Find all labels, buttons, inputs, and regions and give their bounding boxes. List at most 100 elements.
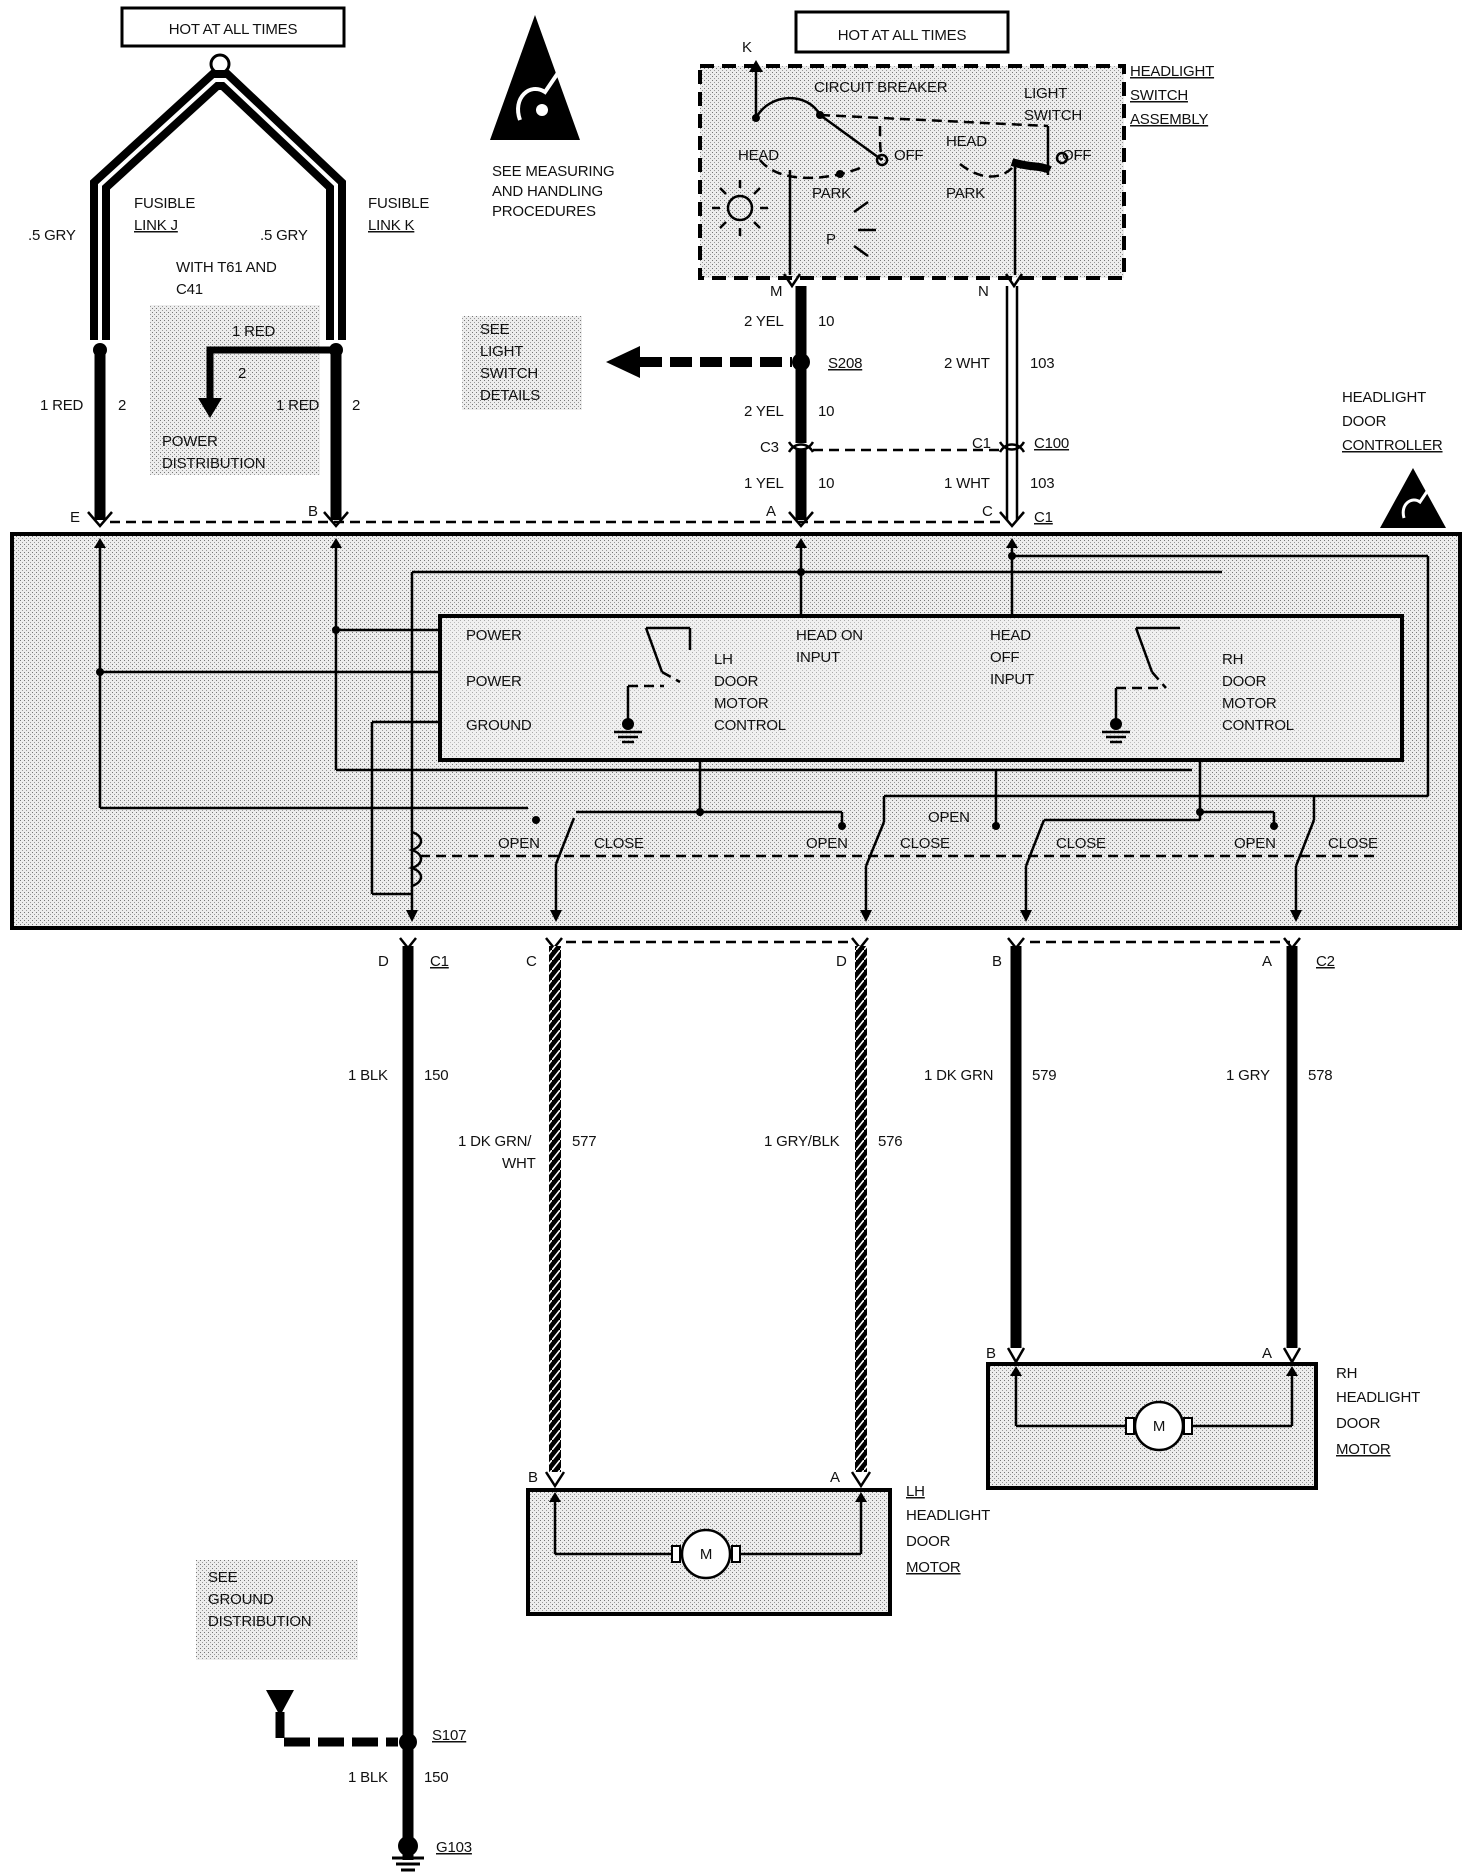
- s107-label: S107: [432, 1727, 466, 1744]
- fusible-links: [90, 53, 346, 357]
- pin-e-connector-icon: [87, 511, 113, 528]
- wire-gry-blk-576: [855, 946, 867, 1472]
- lh-control-l1: LH: [714, 651, 733, 668]
- pin-k-arrow-icon: [749, 60, 763, 72]
- fusible-link-core: [98, 78, 338, 340]
- yel-low-label: 1 YEL: [744, 475, 784, 492]
- rh-control-l1: RH: [1222, 651, 1243, 668]
- blk2-label: 1 BLK: [348, 1769, 388, 1786]
- see-ground-shade: [196, 1560, 358, 1660]
- with-t61-l1: WITH T61 AND: [176, 259, 277, 276]
- link-k-l1: FUSIBLE: [368, 195, 429, 212]
- switch-title-l2: SWITCH: [1130, 87, 1188, 104]
- pin-m: M: [770, 283, 782, 300]
- power-dist-arrow-icon: [198, 398, 222, 418]
- switch-title-l1: HEADLIGHT: [1130, 63, 1214, 80]
- yel-mid-circ: 10: [818, 403, 834, 420]
- wht-upper-circ: 103: [1030, 355, 1054, 372]
- blk-circ: 150: [424, 1067, 448, 1084]
- esd-warning-small-icon: [1380, 468, 1446, 528]
- bot-pin-c: C: [526, 953, 537, 970]
- light-switch-l2: SWITCH: [1024, 107, 1082, 124]
- see-details-shade: [462, 316, 582, 410]
- pin-c-connector-icon: [999, 511, 1025, 528]
- hot-label-right-text: HOT AT ALL TIMES: [838, 27, 967, 44]
- dkgrn-wht-l1: 1 DK GRN/: [458, 1133, 532, 1150]
- ctrl-pin-a: A: [766, 503, 776, 520]
- red-left-label: 1 RED: [40, 397, 84, 414]
- module-ground: GROUND: [466, 717, 532, 734]
- lh-motor-pin-a: A: [830, 1469, 840, 1486]
- controller-internal-wiring: [94, 538, 1430, 922]
- ctrl-conn-c1: C1: [1034, 509, 1053, 526]
- pin-n: N: [978, 283, 989, 300]
- rh-motor-l3: DOOR: [1336, 1415, 1381, 1432]
- pin-n-arrow-icon: [1004, 273, 1024, 289]
- close-3: CLOSE: [1056, 835, 1106, 852]
- park-symbol: P: [826, 231, 836, 248]
- esd-warning-icon: [490, 15, 580, 140]
- see-ground-l2: GROUND: [208, 1591, 274, 1608]
- rh-control-l2: DOOR: [1222, 673, 1267, 690]
- hot-label-right: HOT AT ALL TIMES: [794, 10, 1010, 54]
- gry-blk-circ: 576: [878, 1133, 902, 1150]
- power-dist-wire: [206, 346, 336, 400]
- circuit-breaker-icon: [754, 96, 822, 119]
- switch-title-l3: ASSEMBLY: [1130, 111, 1208, 128]
- controller-title-l2: DOOR: [1342, 413, 1387, 430]
- power-dist-l1: POWER: [162, 433, 218, 450]
- lh-motor-icon: [680, 1528, 732, 1580]
- close-1: CLOSE: [594, 835, 644, 852]
- close-2: CLOSE: [900, 835, 950, 852]
- gry-circ: 578: [1308, 1067, 1332, 1084]
- dkgrn-wht-circ: 577: [572, 1133, 596, 1150]
- c1-top-label: C1: [972, 435, 991, 452]
- pin-k: K: [742, 39, 752, 56]
- esd-note-l1: SEE MEASURING: [492, 163, 614, 180]
- lh-motor-l4: MOTOR: [906, 1559, 961, 1576]
- bot-c2: C2: [1316, 953, 1335, 970]
- dkgrn-wht-l2: WHT: [502, 1155, 536, 1172]
- rh-motor-l4: MOTOR: [1336, 1441, 1391, 1458]
- ctrl-pin-b: B: [308, 503, 318, 520]
- see-details-l4: DETAILS: [480, 387, 540, 404]
- module-power1: POWER: [466, 627, 522, 644]
- see-details-l1: SEE: [480, 321, 510, 338]
- head-left-label: HEAD: [738, 147, 779, 164]
- g103-label: G103: [436, 1839, 472, 1856]
- splice-s208: [792, 353, 810, 371]
- esd-note-l3: PROCEDURES: [492, 203, 596, 220]
- rh-ground-icon: [1110, 718, 1122, 730]
- rh-motor-l2: HEADLIGHT: [1336, 1389, 1420, 1406]
- bot-pin-b: B: [992, 953, 1002, 970]
- light-switch-l1: LIGHT: [1024, 85, 1067, 102]
- c3-connector-icon: [787, 441, 815, 451]
- gry-label: 1 GRY: [1226, 1067, 1270, 1084]
- red-1-label: 1 RED: [232, 323, 276, 340]
- option-shade: [150, 305, 320, 475]
- dkgrn-circ: 579: [1032, 1067, 1056, 1084]
- head-off-l3: INPUT: [990, 671, 1034, 688]
- gry-left-label: .5 GRY: [28, 227, 76, 244]
- lh-motor-l2: HEADLIGHT: [906, 1507, 990, 1524]
- lh-control-l3: MOTOR: [714, 695, 769, 712]
- yel-upper-circ: 10: [818, 313, 834, 330]
- rh-motor-pin-b: B: [986, 1345, 996, 1362]
- dkgrn-label: 1 DK GRN: [924, 1067, 993, 1084]
- head-on-l2: INPUT: [796, 649, 840, 666]
- red-right-label: 1 RED: [276, 397, 320, 414]
- bot-pin-d2: D: [836, 953, 847, 970]
- door-motor-control-module: [438, 614, 1404, 762]
- circuit-breaker-label: CIRCUIT BREAKER: [814, 79, 948, 96]
- gry-blk-label: 1 GRY/BLK: [764, 1133, 840, 1150]
- rh-control-l4: CONTROL: [1222, 717, 1294, 734]
- rh-motor-m: M: [1153, 1418, 1165, 1435]
- module-power2: POWER: [466, 673, 522, 690]
- bot-pin-a: A: [1262, 953, 1272, 970]
- headlamp-icon: [726, 194, 754, 222]
- see-ground-l1: SEE: [208, 1569, 238, 1586]
- rh-motor-pin-a: A: [1262, 1345, 1272, 1362]
- open-1: OPEN: [498, 835, 540, 852]
- rh-control-l3: MOTOR: [1222, 695, 1277, 712]
